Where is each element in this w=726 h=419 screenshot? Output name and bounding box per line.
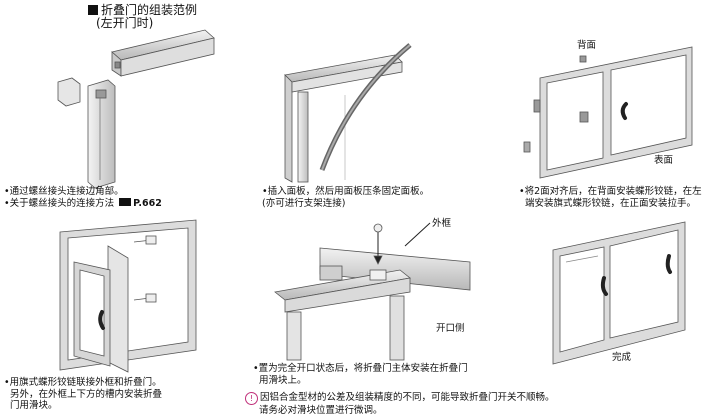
page-ref-icon xyxy=(119,197,132,206)
step1-illustration xyxy=(57,29,215,189)
step2-caption: •插入面板，然后用面板压条固定面板。 (亦可进行支架连接) xyxy=(262,186,430,209)
step5-caption: •置为完全开口状态后，将折叠门主体安装在折叠门 用滑块上。 xyxy=(253,363,468,386)
step2-illustration xyxy=(284,43,412,183)
warning-icon: ! xyxy=(245,392,258,405)
step4-caption: •用旗式蝶形铰链联接外框和折叠门。 另外，在外框上下方的槽内安装折叠 门用滑块。 xyxy=(4,377,163,411)
step5-illustration xyxy=(274,222,471,361)
caution-note: !因铝合金型材的公差及组装精度的不同，可能导致折叠门开关不顺畅。 请务必对滑块位… xyxy=(245,392,555,417)
step3-illustration xyxy=(523,46,693,179)
label-done: 完成 xyxy=(612,352,632,363)
label-back: 背面 xyxy=(577,40,597,51)
label-open-side: 开口侧 xyxy=(436,323,465,334)
step4-illustration xyxy=(59,219,197,373)
title-square-icon xyxy=(88,5,98,15)
step3-caption: •将2面对齐后，在背面安装蝶形铰链，在左 端安装旗式蝶形铰链，在正面安装拉手。 xyxy=(519,186,702,209)
label-front: 表面 xyxy=(654,155,674,166)
label-outer-frame: 外框 xyxy=(432,218,452,229)
page-subtitle: (左开门时) xyxy=(96,16,154,30)
step6-illustration xyxy=(552,221,686,365)
page-title: 折叠门的组装范例 xyxy=(88,3,197,17)
page-ref-link[interactable]: P.662 xyxy=(133,197,162,209)
step1-caption: •通过螺丝接头连接边角部。 •关于螺丝接头的连接方法 P.662 xyxy=(4,186,162,209)
